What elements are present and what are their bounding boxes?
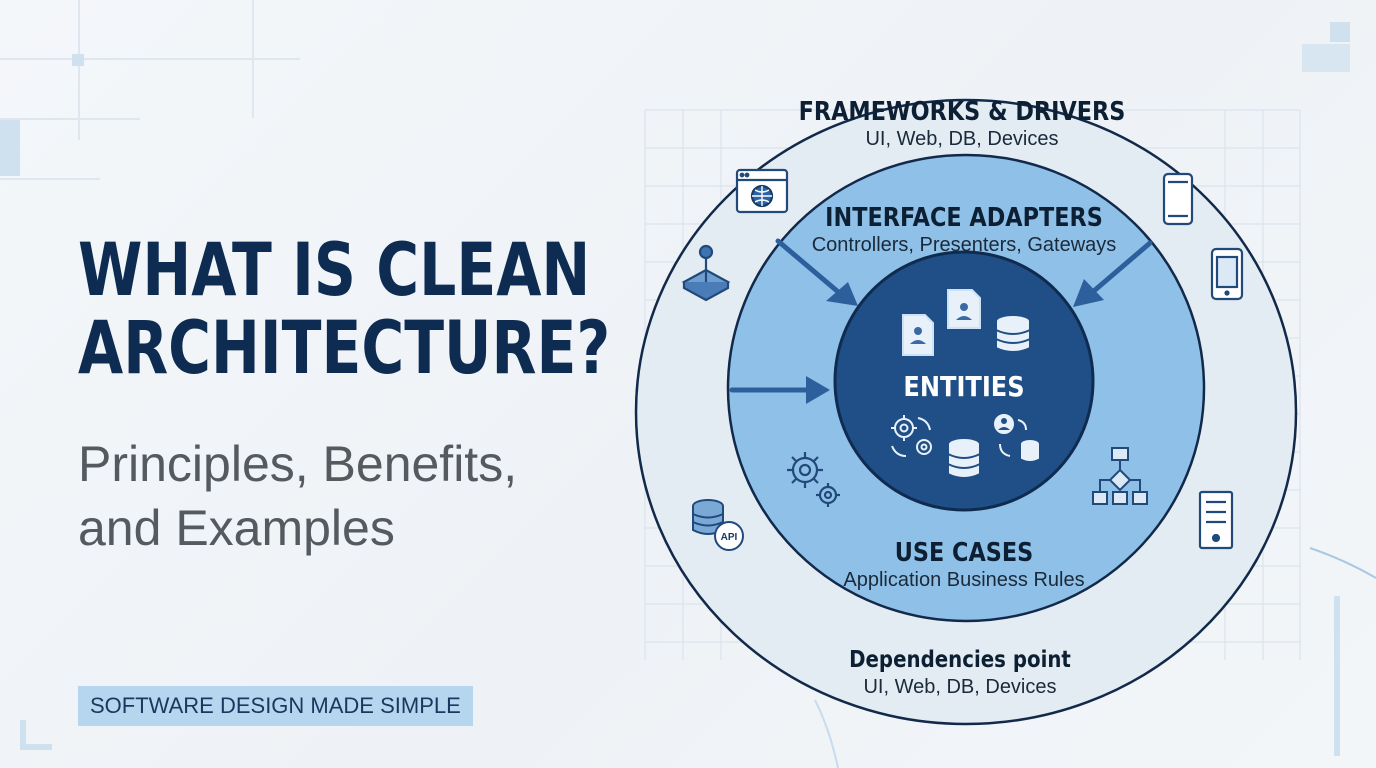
database-api-icon (692, 499, 744, 551)
subtitle-line-2: and Examples (78, 500, 395, 556)
page-subtitle: Principles, Benefits, and Examples (78, 432, 517, 560)
dependencies-label: Dependencies point UI, Web, DB, Devices (831, 646, 1089, 700)
joystick-icon (681, 244, 731, 302)
database-icon (995, 314, 1031, 353)
flowchart-icon (1092, 447, 1148, 505)
adapters-ring-label: INTERFACE ADAPTERS Controllers, Presente… (803, 203, 1126, 257)
decor-corner (1302, 44, 1350, 72)
page-title: WHAT IS CLEAN ARCHITECTURE? (78, 232, 610, 388)
outer-ring-subtitle: UI, Web, DB, Devices (865, 128, 1059, 150)
outer-ring-label: FRAMEWORKS & DRIVERS UI, Web, DB, Device… (772, 97, 1152, 151)
usecases-ring-title: USE CASES (894, 538, 1034, 568)
decor-line (78, 0, 80, 140)
core-label: ENTITIES (894, 371, 1035, 403)
title-line-2: ARCHITECTURE? (78, 306, 611, 391)
api-badge-label: API (721, 532, 738, 543)
adapters-ring-title: INTERFACE ADAPTERS (825, 203, 1103, 233)
subtitle-line-1: Principles, Benefits, (78, 436, 518, 492)
decor-curve (814, 699, 839, 768)
outer-ring-title: FRAMEWORKS & DRIVERS (798, 97, 1126, 127)
decor-line (0, 178, 100, 180)
usecases-ring-label: USE CASES Application Business Rules (843, 538, 1084, 592)
smartphone-icon (1162, 172, 1194, 226)
decor-corner (20, 720, 26, 750)
decor-line (252, 0, 254, 118)
browser-globe-icon (735, 168, 789, 214)
gears-icon (787, 452, 840, 507)
title-line-1: WHAT IS CLEAN (78, 228, 591, 313)
decor-corner (1330, 22, 1350, 42)
document-user-icon (902, 314, 934, 356)
database-icon (947, 437, 981, 479)
core-title: ENTITIES (903, 370, 1025, 403)
document-user-icon (947, 289, 981, 329)
decor-corner (20, 744, 52, 750)
tagline-badge: SOFTWARE DESIGN MADE SIMPLE (78, 686, 473, 726)
decor-line (0, 118, 140, 120)
gears-cycle-icon (891, 415, 932, 457)
user-sync-icon (994, 414, 1039, 461)
decor-square (0, 120, 20, 176)
arrow-top-right (1073, 240, 1153, 307)
arrow-left (729, 376, 830, 404)
dependencies-title: Dependencies point (849, 647, 1071, 673)
decor-bar (1334, 596, 1340, 756)
decor-square (72, 54, 84, 66)
dependencies-subtitle: UI, Web, DB, Devices (863, 676, 1057, 698)
usecases-ring-subtitle: Application Business Rules (843, 569, 1085, 591)
adapters-ring-subtitle: Controllers, Presenters, Gateways (811, 234, 1117, 256)
server-tower-icon (1198, 490, 1234, 550)
decor-line (0, 58, 300, 60)
arrow-top-left (775, 238, 858, 306)
decor-curve (1309, 547, 1376, 579)
tablet-icon (1210, 247, 1244, 301)
